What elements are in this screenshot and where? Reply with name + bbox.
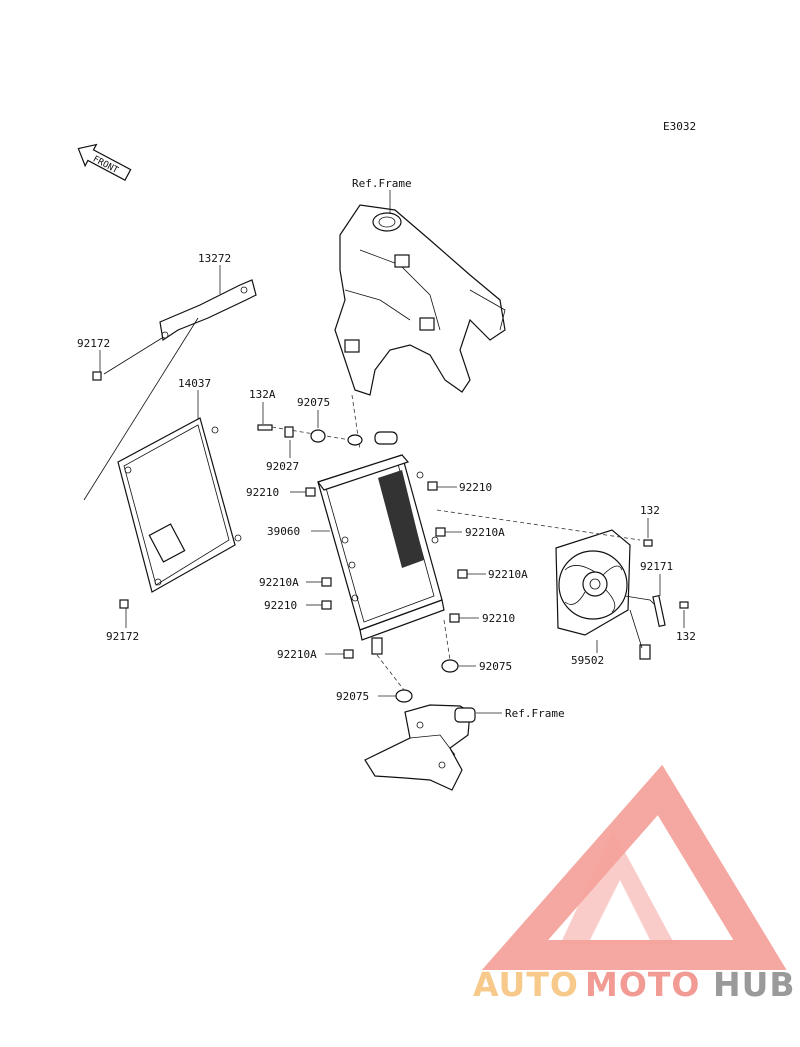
frame-bottom-illustration [364, 704, 476, 791]
grommet-92075-top [310, 429, 326, 443]
label-39060: 39060 [267, 525, 300, 538]
radiator-39060 [317, 431, 445, 655]
label-59502: 59502 [571, 654, 604, 667]
bolt-132A [257, 424, 273, 431]
diagram-code: E3032 [663, 120, 696, 133]
label-132A: 132A [249, 388, 276, 401]
grommet-92075-right [441, 659, 459, 673]
radiator-screen-14037 [117, 417, 242, 593]
label-92210-3: 92210 [264, 599, 297, 612]
clip-92210A-2 [321, 577, 332, 587]
label-92075-top: 92075 [297, 396, 330, 409]
label-132-top: 132 [640, 504, 660, 517]
label-92210A-1: 92210A [465, 526, 505, 539]
watermark-text: AUTO MOTO HUB [473, 965, 796, 1004]
grommet-92075-left [395, 689, 413, 703]
front-arrow-icon: FRONT [77, 143, 132, 181]
clip-92210-3 [321, 600, 332, 610]
clip-92210-1 [305, 487, 316, 497]
watermark-hub: HUB [713, 965, 796, 1004]
fan-59502 [555, 529, 661, 660]
label-92075-left: 92075 [336, 690, 369, 703]
bracket-13272 [159, 279, 257, 342]
label-92210-4: 92210 [482, 612, 515, 625]
clamp-92171 [652, 594, 666, 628]
bolt-92172-bottom [119, 599, 129, 609]
label-92210A-bottom: 92210A [277, 648, 317, 661]
clip-92210A-1 [435, 527, 446, 537]
label-92027: 92027 [266, 460, 299, 473]
label-ref-frame-bottom: Ref.Frame [505, 707, 565, 720]
label-92172-bottom: 92172 [106, 630, 139, 643]
label-92210A-2: 92210A [259, 576, 299, 589]
label-ref-frame-top: Ref.Frame [352, 177, 412, 190]
watermark-moto: MOTO [585, 965, 700, 1004]
clip-92210A-bottom [343, 649, 354, 659]
bolt-132-top [643, 539, 653, 547]
collar-92027 [284, 426, 294, 438]
bolt-132-right [679, 601, 689, 609]
bolt-92172-top [92, 371, 102, 381]
label-132-right: 132 [676, 630, 696, 643]
label-92172-top: 92172 [77, 337, 110, 350]
clip-92210-4 [449, 613, 460, 623]
clip-92210A-3 [457, 569, 468, 579]
watermark-auto: AUTO [473, 965, 579, 1004]
label-13272: 13272 [198, 252, 231, 265]
label-92210-2: 92210 [459, 481, 492, 494]
clip-92210-2 [427, 481, 438, 491]
label-92075-right: 92075 [479, 660, 512, 673]
label-92210-1: 92210 [246, 486, 279, 499]
label-14037: 14037 [178, 377, 211, 390]
automotohub-logo [481, 764, 787, 970]
label-92171: 92171 [640, 560, 673, 573]
frame-top-illustration [334, 204, 506, 396]
label-92210A-3-right: 92210A [488, 568, 528, 581]
